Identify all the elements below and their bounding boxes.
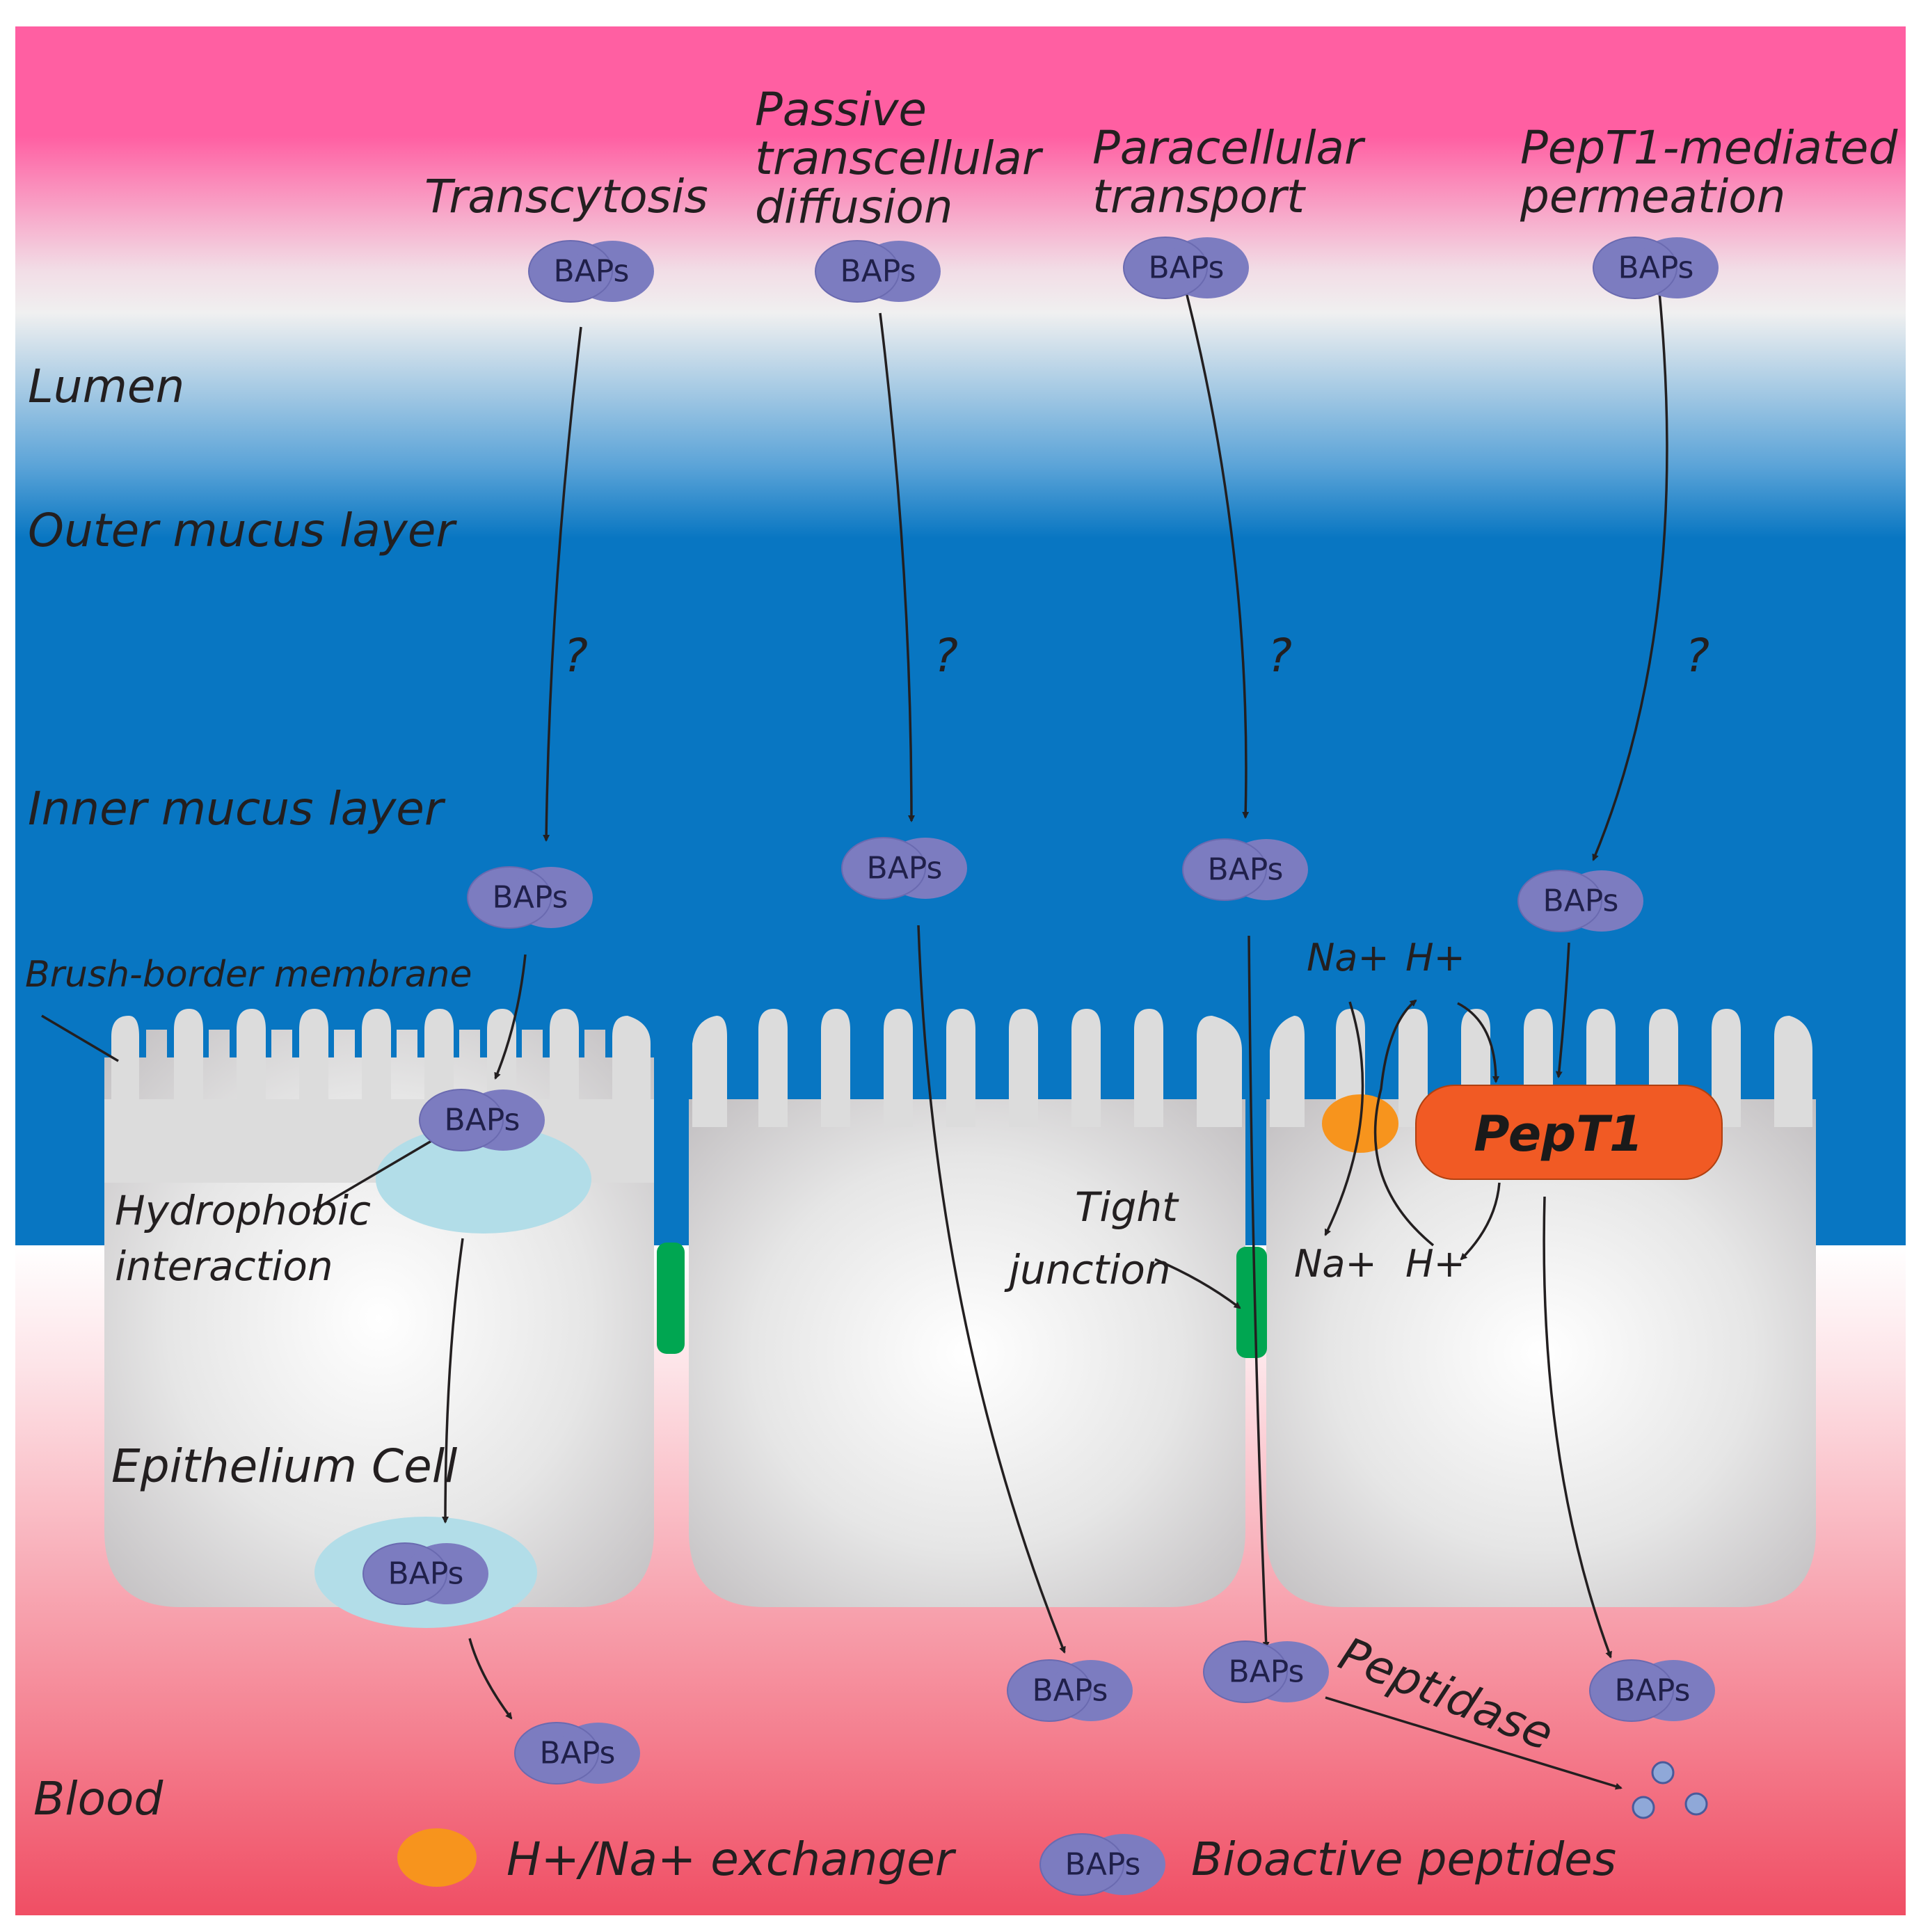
hydrophobic-pointer <box>312 1140 432 1212</box>
arrow-h-out <box>1460 1182 1501 1261</box>
title-paracellular-2: transport <box>1092 170 1306 223</box>
pept1-transporter: PepT1 <box>1415 1085 1723 1180</box>
question-paracellular: ? <box>1268 629 1292 682</box>
arrow-transcytosis-3 <box>442 1238 464 1524</box>
svg-text:BAPs: BAPs <box>445 1103 520 1138</box>
pept1-label: PepT1 <box>1474 1105 1643 1163</box>
label-blood: Blood <box>33 1772 164 1826</box>
bap-passive-blood: BAPs <box>1007 1659 1133 1722</box>
epithelium-cell-middle <box>689 1009 1245 1607</box>
question-passive: ? <box>934 629 958 682</box>
bap-hydrophobic: BAPs <box>419 1089 545 1151</box>
svg-text:BAPs: BAPs <box>493 880 568 916</box>
label-inner-mucus: Inner mucus layer <box>28 782 446 836</box>
arrow-na-down <box>1324 1001 1364 1236</box>
bap-passive-top: BAPs <box>815 240 941 303</box>
label-lumen: Lumen <box>28 360 184 413</box>
ion-h-top: H+ <box>1405 936 1465 980</box>
ion-h-bottom: H+ <box>1405 1242 1465 1286</box>
label-hydrophobic-1: Hydrophobic <box>115 1187 371 1234</box>
svg-text:BAPs: BAPs <box>1065 1847 1141 1883</box>
svg-text:BAPs: BAPs <box>1149 250 1225 286</box>
bap-transcytosis-mucus: BAPs <box>467 866 593 929</box>
label-brush-border: Brush-border membrane <box>25 954 472 996</box>
hydrophobic-vesicle <box>376 1125 591 1234</box>
bap-pept1-mucus: BAPs <box>1517 870 1644 932</box>
bap-passive-mucus: BAPs <box>841 837 968 900</box>
arrow-pept1-2 <box>1555 942 1570 1078</box>
question-pept1: ? <box>1685 629 1709 682</box>
ion-na-top: Na+ <box>1307 936 1389 980</box>
svg-text:BAPs: BAPs <box>1618 250 1694 286</box>
arrow-pept1-1 <box>1592 292 1668 861</box>
bap-transcytosis-top: BAPs <box>528 240 655 303</box>
arrow-transcytosis-2 <box>494 954 527 1080</box>
bap-vesicle: BAPs <box>362 1542 489 1605</box>
arrow-h-in <box>1457 1002 1499 1083</box>
arrow-h-up <box>1373 999 1435 1247</box>
svg-text:BAPs: BAPs <box>867 851 943 886</box>
arrow-transcytosis-4 <box>468 1638 513 1720</box>
bap-paracellular-top: BAPs <box>1123 237 1250 299</box>
epithelium-cell-left <box>104 1009 654 1607</box>
arrow-tight-junction <box>1154 1258 1241 1309</box>
title-passive-1: Passive <box>755 83 927 136</box>
legend-bap-icon: BAPs <box>1039 1833 1166 1896</box>
legend-exchanger-label: H+/Na+ exchanger <box>507 1833 957 1886</box>
bap-pept1-blood: BAPs <box>1589 1659 1716 1722</box>
svg-text:BAPs: BAPs <box>840 254 916 289</box>
bap-pept1-top: BAPs <box>1593 237 1719 299</box>
arrow-peptidase <box>1325 1696 1623 1790</box>
legend-bioactive-label: Bioactive peptides <box>1191 1833 1616 1886</box>
svg-text:BAPs: BAPs <box>1033 1673 1108 1709</box>
bap-paracellular-mucus: BAPs <box>1182 838 1309 901</box>
arrow-passive-2 <box>917 925 1066 1654</box>
peptide-fragments <box>1632 1761 1708 1819</box>
label-outer-mucus: Outer mucus layer <box>28 504 457 557</box>
title-passive-2: transcellular <box>755 131 1044 185</box>
arrow-paracellular-1 <box>1185 292 1250 819</box>
label-hydrophobic-2: interaction <box>115 1243 333 1290</box>
svg-text:BAPs: BAPs <box>554 254 630 289</box>
svg-text:BAPs: BAPs <box>388 1556 464 1592</box>
bap-transcytosis-blood: BAPs <box>514 1722 641 1785</box>
arrows <box>41 292 1668 1790</box>
svg-text:BAPs: BAPs <box>1229 1654 1305 1690</box>
label-epithelium: Epithelium Cell <box>111 1439 458 1493</box>
legend-exchanger-icon <box>397 1828 477 1887</box>
tight-junction-right <box>1236 1247 1267 1358</box>
ion-na-bottom: Na+ <box>1294 1242 1377 1286</box>
arrow-paracellular-2 <box>1248 935 1270 1649</box>
svg-text:BAPs: BAPs <box>1208 852 1284 888</box>
title-passive-3: diffusion <box>755 180 953 234</box>
svg-text:BAPs: BAPs <box>1543 884 1619 919</box>
arrow-pept1-3 <box>1543 1196 1612 1659</box>
svg-text:BAPs: BAPs <box>1615 1673 1691 1709</box>
brush-border-pointer <box>41 1014 119 1062</box>
label-tight-1: Tight <box>1075 1183 1179 1231</box>
label-tight-2: junction <box>1004 1246 1171 1293</box>
title-pept1-1: PepT1-mediated <box>1520 121 1898 175</box>
title-transcytosis: Transcytosis <box>424 170 708 223</box>
question-transcytosis: ? <box>564 629 588 682</box>
title-pept1-2: permeation <box>1520 170 1785 223</box>
svg-text:BAPs: BAPs <box>540 1736 616 1771</box>
arrow-transcytosis-1 <box>543 326 582 842</box>
bap-blobs: BAPs BAPs BAPs BAPs BAPs BAPs BAPs BAPs … <box>362 237 1719 1896</box>
tight-junction-left <box>657 1243 685 1354</box>
bap-paracellular-blood: BAPs <box>1203 1640 1330 1703</box>
title-paracellular-1: Paracellular <box>1092 121 1366 175</box>
arrow-passive-1 <box>879 312 915 822</box>
